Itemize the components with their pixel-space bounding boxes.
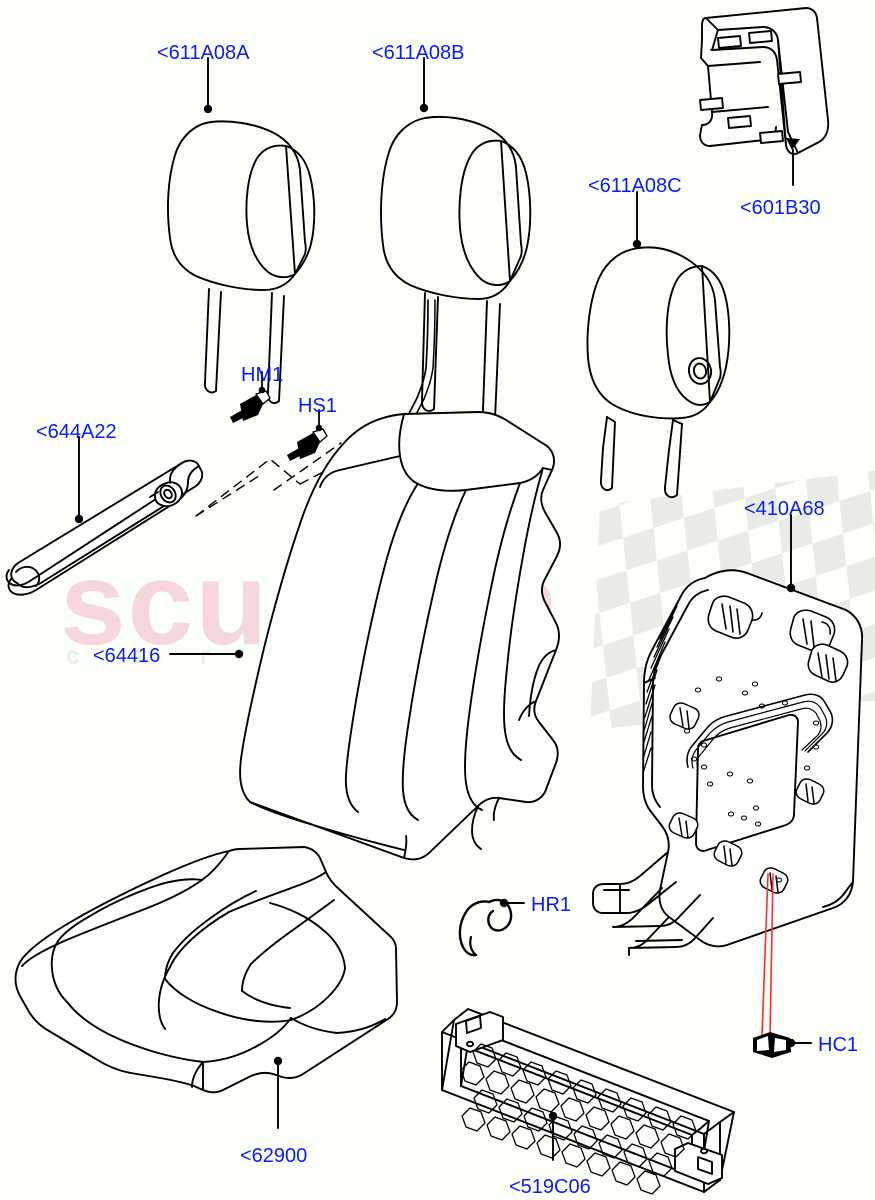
label-HR1[interactable]: HR1 — [531, 894, 572, 916]
label-62900[interactable]: <62900 — [240, 1145, 308, 1167]
label-HS1[interactable]: HS1 — [298, 395, 337, 417]
label-HC1[interactable]: HC1 — [818, 1034, 859, 1056]
part-bolt-hm1 — [230, 371, 271, 423]
clip-assembly-guide-lines — [761, 873, 774, 1037]
label-HM1[interactable]: HM1 — [241, 364, 284, 386]
label-601B30[interactable]: <601B30 — [740, 197, 821, 219]
label-611A08C[interactable]: <611A08C — [588, 175, 682, 197]
label-611A08A[interactable]: <611A08A — [157, 42, 250, 64]
part-honeycomb-trim-panel — [441, 1008, 735, 1195]
label-519C06[interactable]: <519C06 — [509, 1176, 591, 1198]
part-seat-cushion — [14, 846, 398, 1129]
part-armrest — [5, 436, 204, 596]
part-retainer-hook-hr1 — [458, 898, 525, 957]
part-head-restraint-a — [167, 57, 316, 404]
part-seat-back-cover — [169, 411, 561, 861]
label-410A68[interactable]: <410A68 — [744, 498, 825, 520]
part-clip-hc1 — [753, 1032, 812, 1058]
label-644A22[interactable]: <644A22 — [36, 421, 117, 443]
part-screw-hs1 — [287, 409, 328, 461]
part-seat-back-panel — [592, 514, 864, 956]
label-64416[interactable]: <64416 — [93, 645, 161, 667]
part-head-restraint-guide-bezel — [699, 7, 830, 186]
part-head-restraint-c — [586, 191, 731, 499]
label-611A08B[interactable]: <611A08B — [372, 42, 465, 64]
